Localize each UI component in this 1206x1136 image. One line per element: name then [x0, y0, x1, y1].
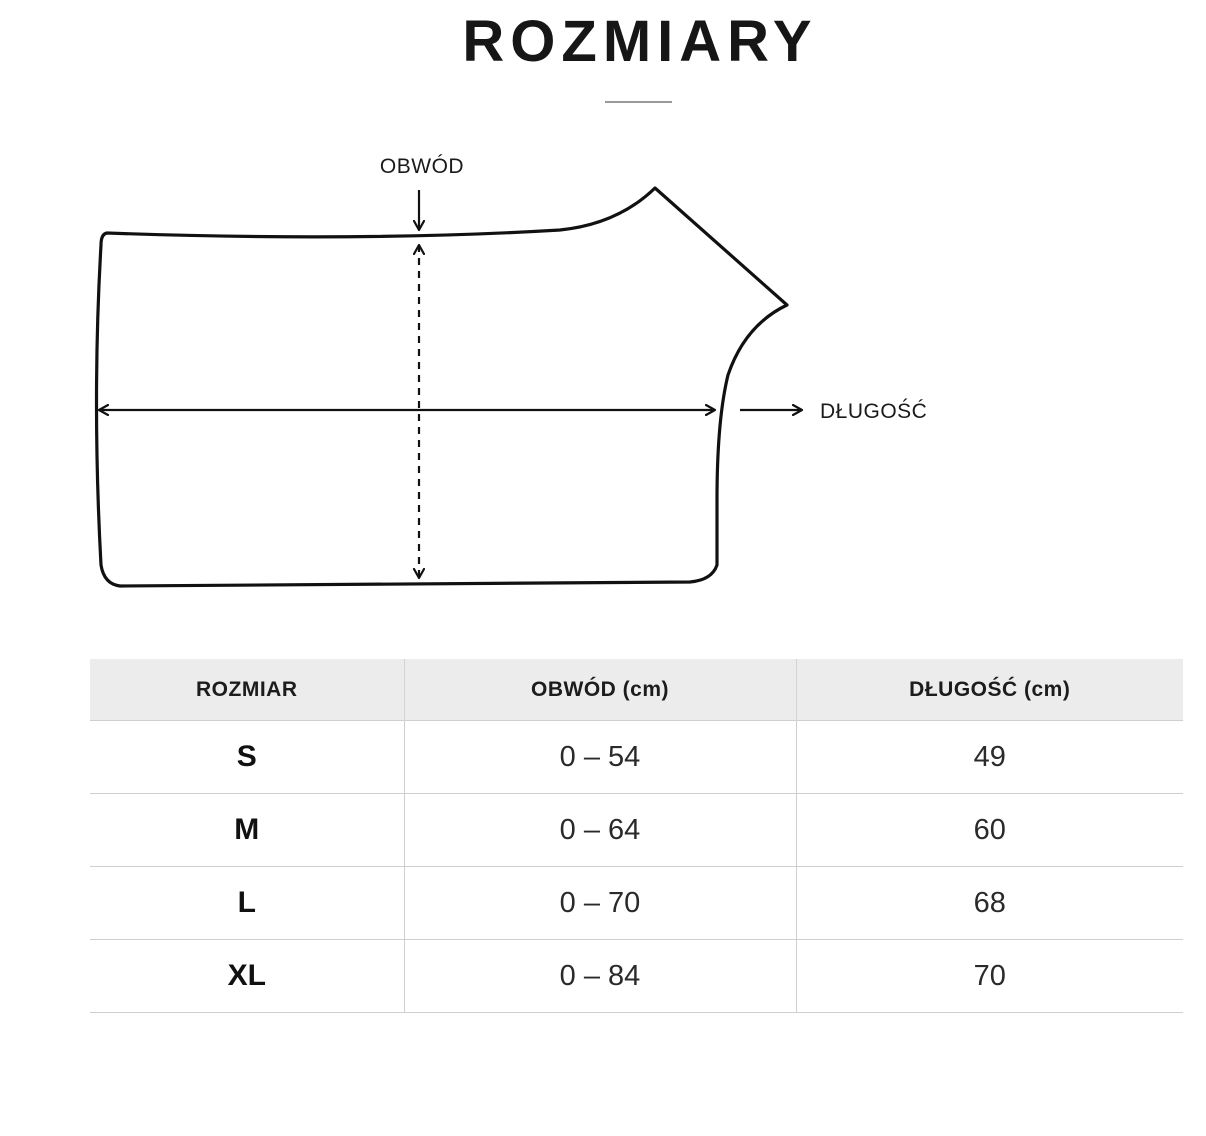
table-row: L 0 – 70 68: [90, 866, 1183, 940]
table-row: S 0 – 54 49: [90, 720, 1183, 794]
size-cell: S: [90, 720, 404, 794]
table-row: XL 0 – 84 70: [90, 939, 1183, 1013]
size-cell: XL: [90, 939, 404, 1013]
length-label: DŁUGOŚĆ: [820, 399, 927, 423]
size-cell: L: [90, 866, 404, 940]
table-header-row: ROZMIAR OBWÓD (cm) DŁUGOŚĆ (cm): [90, 659, 1183, 721]
header-length: DŁUGOŚĆ (cm): [795, 659, 1183, 721]
coat-outline: [94, 186, 789, 588]
girth-label: OBWÓD: [380, 155, 464, 178]
header-size: ROZMIAR: [90, 659, 404, 721]
title-underline: [605, 101, 672, 103]
length-cell: 70: [795, 939, 1183, 1013]
length-cell: 68: [795, 866, 1183, 940]
dog-coat-diagram: OBWÓD DŁUGOŚĆ: [94, 155, 927, 588]
table-row: M 0 – 64 60: [90, 793, 1183, 867]
length-cell: 49: [795, 720, 1183, 794]
girth-cell: 0 – 70: [403, 866, 796, 940]
header-girth: OBWÓD (cm): [403, 659, 796, 721]
length-cell: 60: [795, 793, 1183, 867]
size-table: ROZMIAR OBWÓD (cm) DŁUGOŚĆ (cm) S 0 – 54…: [90, 659, 1183, 1013]
girth-cell: 0 – 84: [403, 939, 796, 1013]
girth-cell: 0 – 64: [403, 793, 796, 867]
size-cell: M: [90, 793, 404, 867]
page-title: ROZMIARY: [462, 9, 818, 74]
girth-cell: 0 – 54: [403, 720, 796, 794]
